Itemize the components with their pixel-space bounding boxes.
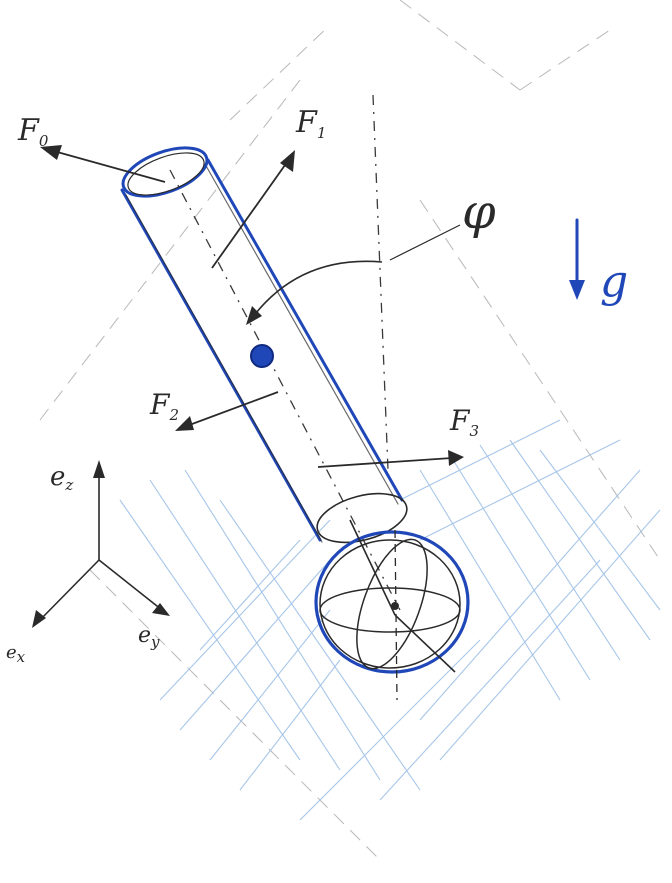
force-arrow-f0 <box>40 145 166 183</box>
rod-top-end <box>121 146 209 198</box>
sphere <box>314 519 470 701</box>
label-phi: φ <box>462 184 496 240</box>
force-arrow-f2 <box>175 391 279 431</box>
rod-bottom-end <box>316 492 408 544</box>
center-of-mass <box>250 344 274 368</box>
label-gravity: g <box>600 256 628 307</box>
label-ey: ey <box>138 623 160 651</box>
force-arrow-f1 <box>211 150 295 269</box>
label-f0: F0 <box>17 113 49 150</box>
rod-cylinder <box>120 146 408 544</box>
reference-axes <box>169 94 401 611</box>
force-arrow-f3 <box>317 450 464 468</box>
construction-lines <box>39 0 661 861</box>
label-f2: F2 <box>149 388 179 424</box>
label-ez: ez <box>50 462 73 494</box>
coordinate-axes <box>32 460 170 628</box>
label-ex: ex <box>6 642 26 666</box>
label-f3: F3 <box>449 404 479 440</box>
angle-phi-arc <box>246 224 461 325</box>
ground-grid <box>119 419 661 821</box>
gravity-arrow <box>569 218 585 300</box>
label-f1: F1 <box>295 105 326 142</box>
